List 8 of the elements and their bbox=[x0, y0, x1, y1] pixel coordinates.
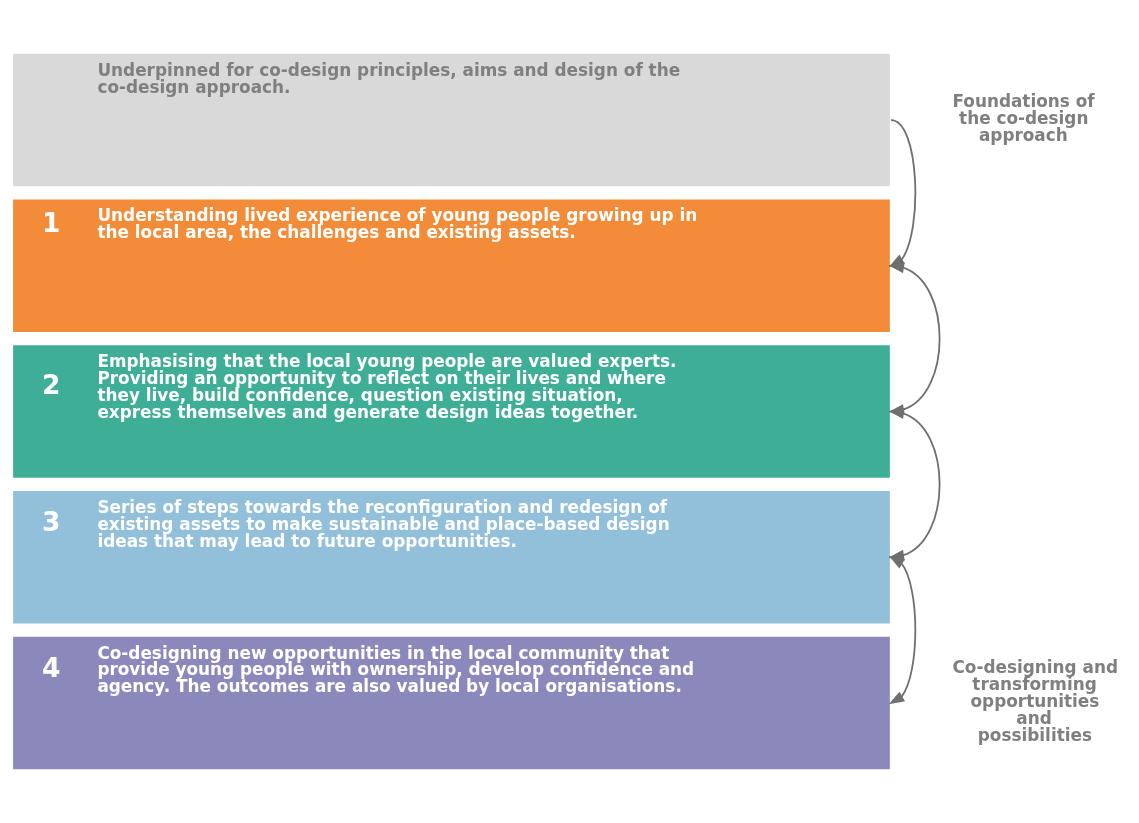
node-box: 4 Co-designing new opportunities in the local community that provide young people with ownership, develop confidence and agency. The outcomes are also valued by local organisations. bbox=[13, 636, 890, 770]
node-box: 3 Series of steps towards the reconfiguration and redesign of existing assets to make sustainable and place-based design ideas that may lead to future opportunities. bbox=[13, 491, 890, 624]
node-label: Foundations of the co-design approach bbox=[952, 91, 1095, 145]
node-label: Co-designing and transforming opportunities and possibilities bbox=[952, 657, 1118, 745]
node-box: 1 Understanding lived experience of young people growing up in the local area, the challenges and existing assets. bbox=[13, 199, 890, 332]
arrow bbox=[888, 555, 917, 705]
node-box: Underpinned for co-design principles, aims and design of the co-design approach. bbox=[13, 53, 890, 187]
node-box: 2 Emphasising that the local young people are valued experts. Providing an opportunity to reflect on their lives and where they live, build confidence, question existing situation, express themselves and generate design ideas together. bbox=[13, 345, 890, 478]
